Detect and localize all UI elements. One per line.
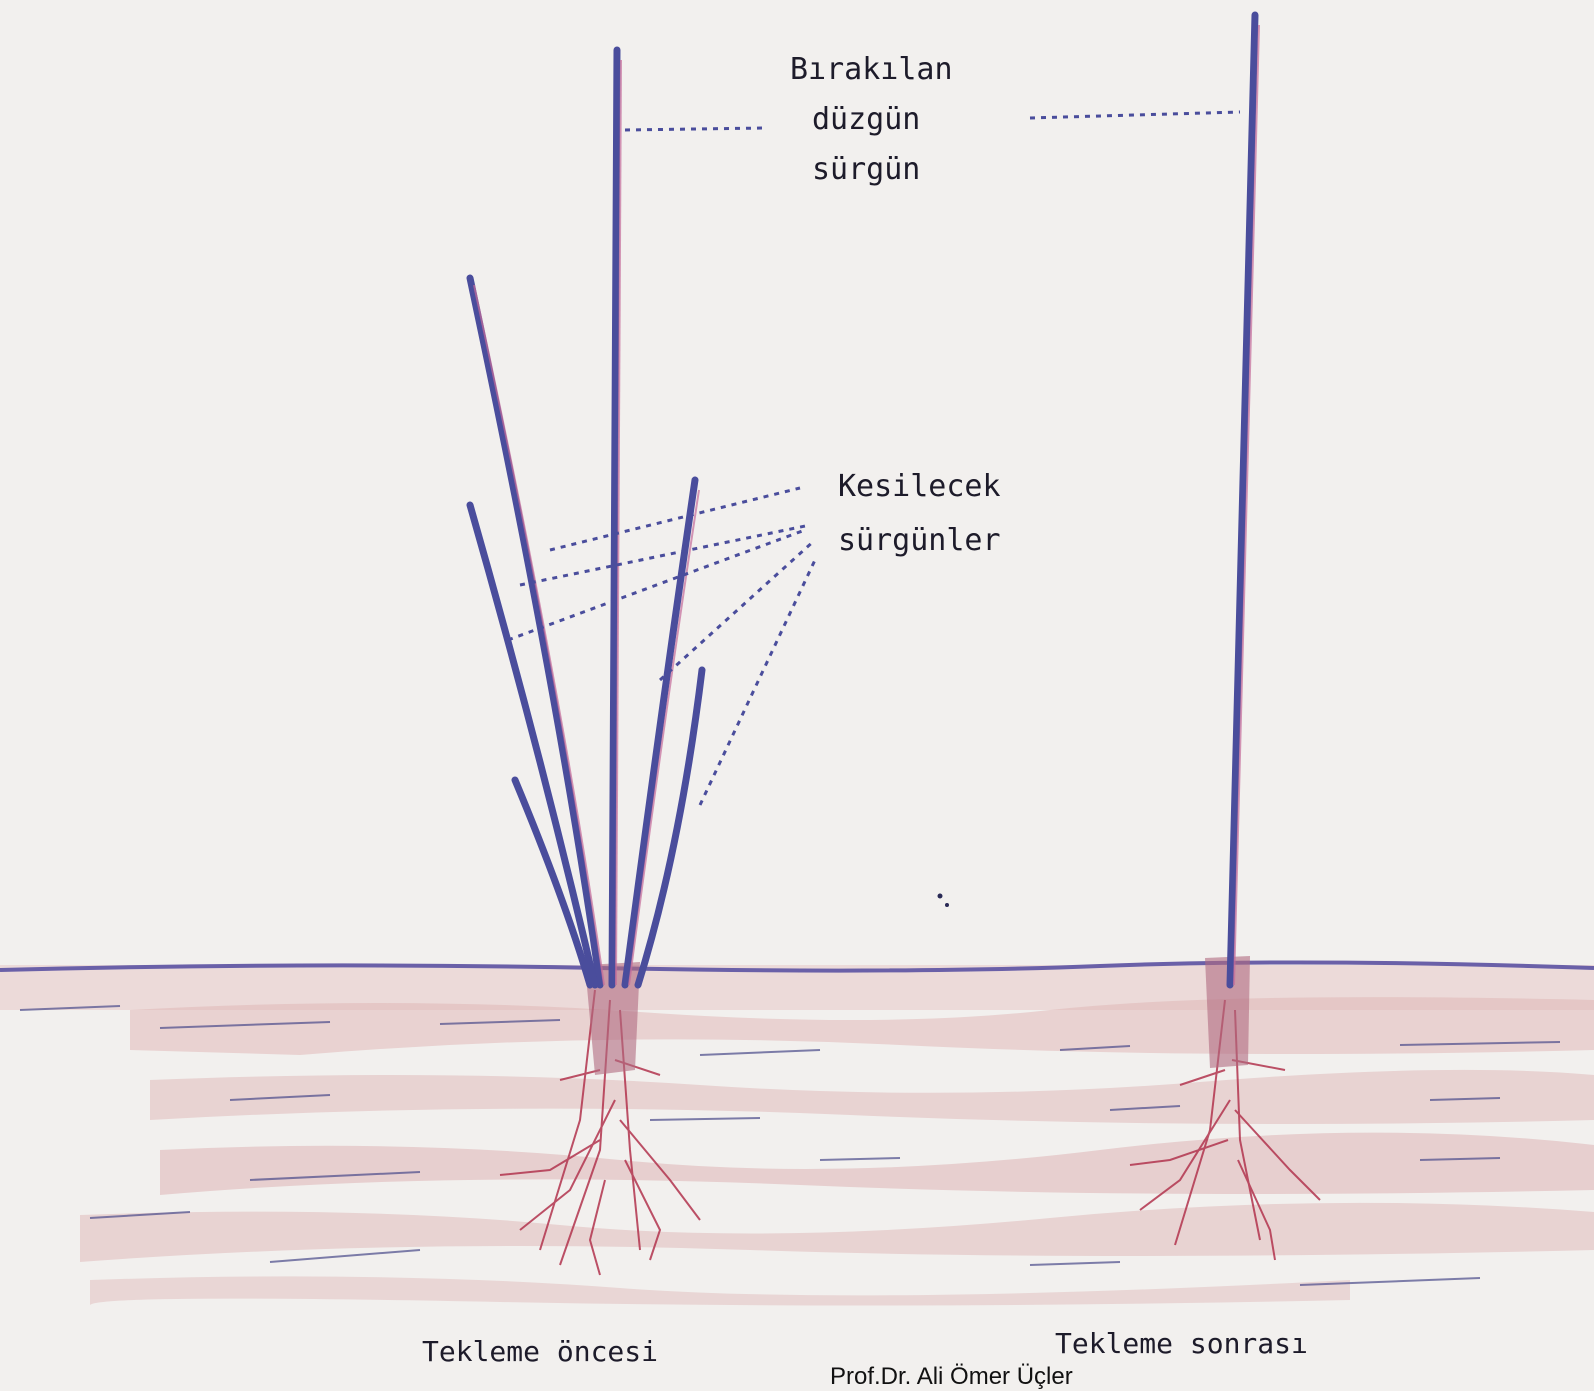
plant-after [1130, 15, 1320, 1260]
label-line: düzgün [790, 95, 953, 145]
kept-shoot-after [1230, 15, 1255, 985]
kept-shoot-label: Bırakılan düzgün sürgün [790, 45, 953, 195]
cut-shoots-label: Kesilecek sürgünler [838, 460, 1001, 568]
label-line: Kesilecek [838, 460, 1001, 514]
label-line: sürgünler [838, 514, 1001, 568]
soil [0, 965, 1594, 1306]
credit: Prof.Dr. Ali Ömer Üçler [830, 1363, 1073, 1391]
caption-after: Tekleme sonrası [1055, 1327, 1308, 1360]
label-line: sürgün [790, 145, 953, 195]
caption-before: Tekleme öncesi [422, 1335, 658, 1368]
label-line: Bırakılan [790, 45, 953, 95]
shoots-before [470, 50, 702, 985]
